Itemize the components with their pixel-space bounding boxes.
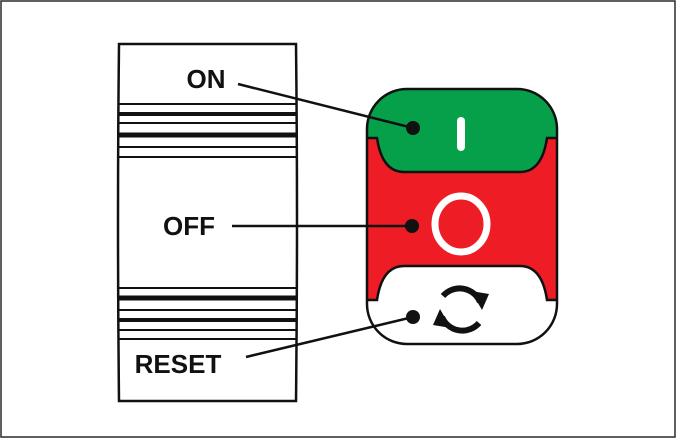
leader-dot-reset bbox=[406, 310, 420, 324]
reset-button[interactable] bbox=[360, 266, 570, 350]
power-off-circle-icon bbox=[431, 192, 491, 256]
upper-ribs bbox=[119, 103, 297, 158]
leader-line-on bbox=[237, 82, 414, 130]
label-on: ON bbox=[187, 64, 226, 94]
label-reset: RESET bbox=[135, 349, 222, 379]
reset-arrow-head-top bbox=[471, 291, 489, 310]
power-on-bar-icon bbox=[457, 117, 465, 151]
leader-dot-off bbox=[405, 219, 419, 233]
rocker-switch-panel: ON OFF RESET bbox=[116, 42, 299, 403]
leader-lines bbox=[232, 82, 420, 359]
leader-dot-on bbox=[406, 121, 420, 135]
reset-button-edge bbox=[367, 264, 557, 302]
on-button-edge bbox=[367, 136, 557, 174]
module-outline bbox=[365, 87, 559, 346]
leader-line-reset bbox=[245, 315, 414, 359]
reset-arrow-head-bottom bbox=[433, 309, 451, 328]
lower-ribs bbox=[119, 287, 297, 340]
push-button-module bbox=[360, 87, 570, 350]
label-off: OFF bbox=[163, 211, 215, 241]
